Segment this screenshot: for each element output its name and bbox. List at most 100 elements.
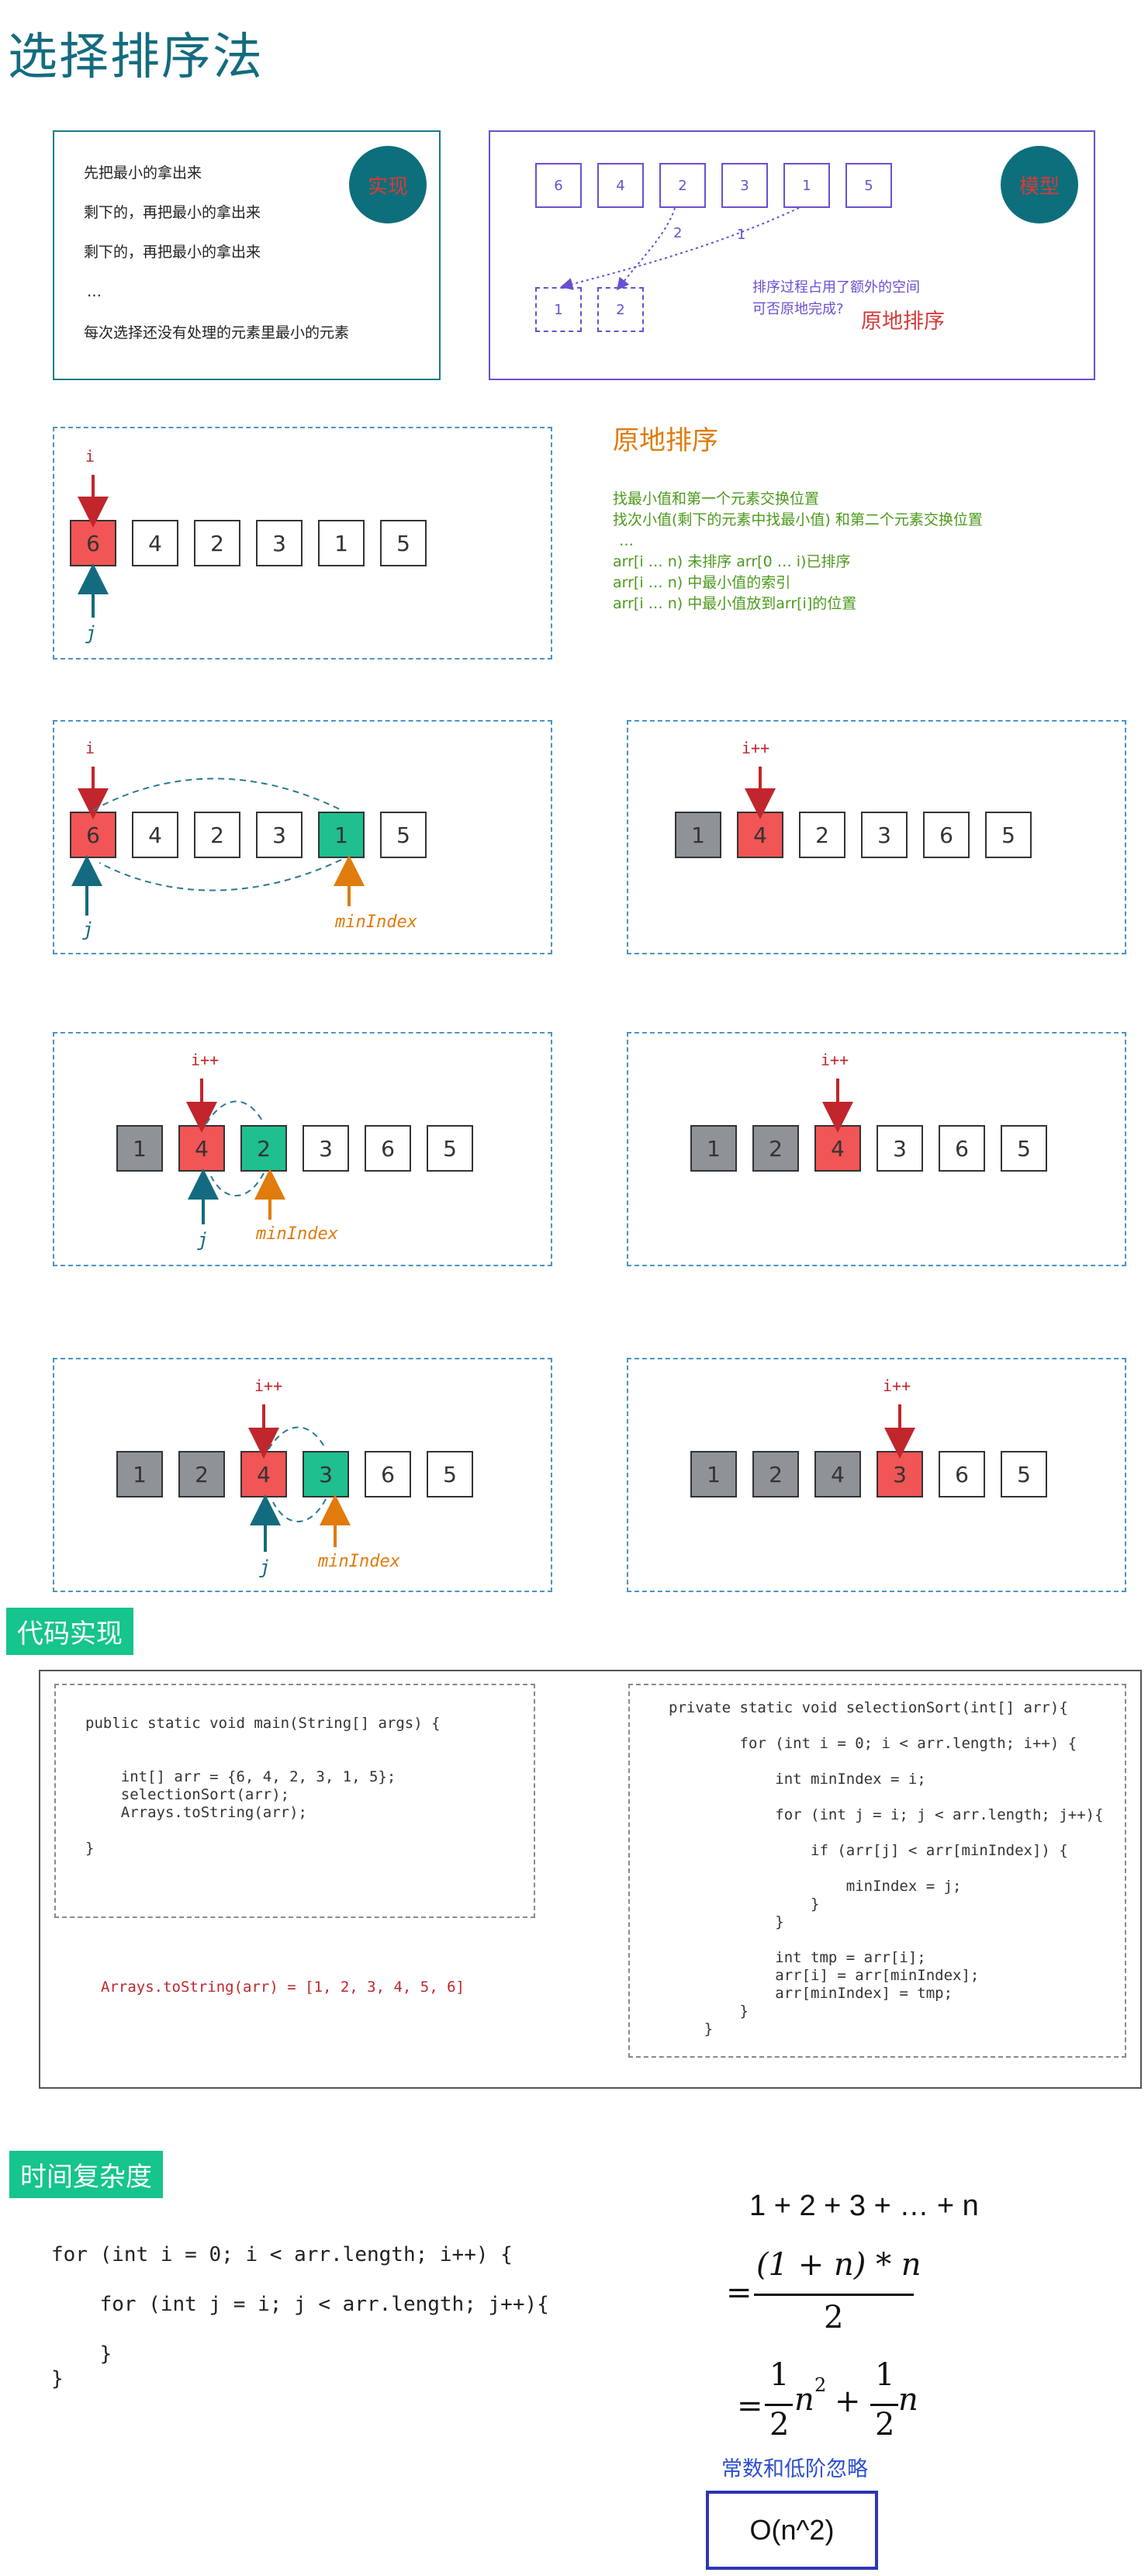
s1-cell-3: 2 bbox=[194, 520, 240, 566]
model-cell-5: 1 bbox=[783, 163, 830, 208]
s4-cell-6: 5 bbox=[427, 1125, 473, 1172]
inplace-title: 原地排序 bbox=[613, 425, 718, 456]
big-o-result: O(n^2) bbox=[749, 2514, 835, 2546]
model-extra-cell-2: 2 bbox=[597, 287, 644, 332]
step-panel-7 bbox=[627, 1358, 1126, 1592]
sort-code: private static void selectionSort(int[] … bbox=[669, 1699, 1104, 2038]
half-numerator-2: 1 bbox=[875, 2357, 895, 2393]
s5-cell-1: 1 bbox=[690, 1125, 737, 1172]
s6-j-label: j bbox=[259, 1556, 271, 1578]
model-step-2-label: 2 bbox=[673, 225, 683, 241]
sum-formula: 1 + 2 + 3 + … + n bbox=[749, 2190, 979, 2222]
s4-i-label: i++ bbox=[191, 1051, 220, 1069]
n-squared-base: n bbox=[794, 2382, 814, 2418]
s6-cell-5: 6 bbox=[365, 1451, 411, 1497]
inplace-note-5: arr[i … n) 中最小值的索引 bbox=[613, 574, 791, 591]
model-cell-2: 4 bbox=[597, 163, 644, 208]
half-bar-2 bbox=[870, 2404, 898, 2406]
s4-cell-3: 2 bbox=[240, 1125, 287, 1172]
model-question-1: 排序过程占用了额外的空间 bbox=[752, 279, 920, 296]
impl-line-4: … bbox=[87, 283, 102, 300]
s4-cell-1: 1 bbox=[116, 1125, 163, 1172]
main-code-box bbox=[54, 1684, 535, 1918]
s6-cell-3: 4 bbox=[240, 1451, 287, 1497]
s2-minindex-label: minIndex bbox=[335, 912, 417, 932]
plus-sign: + bbox=[835, 2384, 861, 2419]
model-extra-cell-1: 1 bbox=[535, 287, 582, 332]
s3-cell-5: 6 bbox=[923, 812, 970, 858]
impl-line-2: 剩下的，再把最小的拿出来 bbox=[84, 204, 261, 221]
s3-i-label: i++ bbox=[742, 739, 770, 757]
s5-cell-5: 6 bbox=[939, 1125, 985, 1172]
s1-i-label: i bbox=[85, 447, 95, 466]
s1-cell-1: 6 bbox=[70, 520, 116, 566]
s7-cell-1: 1 bbox=[690, 1451, 737, 1497]
s2-cell-3: 2 bbox=[194, 812, 240, 858]
s5-cell-4: 3 bbox=[877, 1125, 923, 1172]
s6-i-label: i++ bbox=[254, 1376, 283, 1395]
inplace-note-2: 找次小值(剩下的元素中找最小值) 和第二个元素交换位置 bbox=[613, 511, 983, 528]
step-panel-2 bbox=[53, 720, 552, 954]
s5-i-label: i++ bbox=[821, 1051, 849, 1069]
inplace-note-4: arr[i … n) 未排序 arr[0 … i)已排序 bbox=[613, 553, 851, 570]
half-numerator-1: 1 bbox=[769, 2357, 790, 2393]
half-denominator-2: 2 bbox=[875, 2407, 895, 2443]
s5-cell-3: 4 bbox=[814, 1125, 861, 1172]
main-code: public static void main(String[] args) {… bbox=[85, 1715, 441, 1857]
s7-cell-5: 6 bbox=[939, 1451, 985, 1497]
half-bar-1 bbox=[765, 2404, 793, 2406]
s3-cell-6: 5 bbox=[985, 812, 1032, 858]
s7-cell-6: 5 bbox=[1001, 1451, 1047, 1497]
fraction-1-bar bbox=[754, 2294, 914, 2296]
s3-cell-1: 1 bbox=[675, 812, 721, 858]
s5-cell-6: 5 bbox=[1001, 1125, 1047, 1172]
s2-cell-6: 5 bbox=[380, 812, 427, 858]
fraction-1-numerator: (1 + n) * n bbox=[756, 2247, 922, 2283]
impl-line-5: 每次选择还没有处理的元素里最小的元素 bbox=[84, 324, 350, 341]
code-section-tag: 代码实现 bbox=[6, 1608, 133, 1655]
s4-minindex-label: minIndex bbox=[256, 1224, 338, 1244]
s4-cell-5: 6 bbox=[365, 1125, 411, 1172]
fraction-1-denominator: 2 bbox=[824, 2300, 844, 2335]
s6-cell-6: 5 bbox=[427, 1451, 473, 1497]
implementation-badge: 实现 bbox=[349, 146, 427, 223]
s1-j-label: j bbox=[85, 622, 97, 644]
model-cell-6: 5 bbox=[845, 163, 892, 208]
s6-cell-2: 2 bbox=[178, 1451, 225, 1497]
s7-i-label: i++ bbox=[883, 1376, 911, 1395]
s3-cell-3: 2 bbox=[799, 812, 845, 858]
s1-cell-5: 1 bbox=[318, 520, 365, 566]
step-panel-3 bbox=[627, 720, 1126, 954]
step-panel-5 bbox=[627, 1032, 1126, 1266]
model-cell-4: 3 bbox=[721, 163, 768, 208]
result-text: Arrays.toString(arr) = [1, 2, 3, 4, 5, 6… bbox=[101, 1979, 465, 1996]
implementation-box bbox=[53, 130, 441, 380]
s3-cell-4: 3 bbox=[861, 812, 908, 858]
big-o-box: O(n^2) bbox=[706, 2491, 878, 2570]
s7-cell-4: 3 bbox=[877, 1451, 923, 1497]
sort-code-box bbox=[628, 1684, 1126, 2058]
eq-sign-2: = bbox=[737, 2388, 763, 2424]
s1-cell-2: 4 bbox=[132, 520, 178, 566]
step-panel-1 bbox=[53, 427, 552, 660]
model-box bbox=[489, 130, 1095, 380]
s1-cell-4: 3 bbox=[256, 520, 303, 566]
s6-cell-4: 3 bbox=[303, 1451, 349, 1497]
step-panel-6 bbox=[53, 1358, 552, 1592]
model-answer: 原地排序 bbox=[861, 310, 945, 334]
inplace-note-3: … bbox=[619, 532, 634, 549]
s2-cell-5: 1 bbox=[318, 812, 365, 858]
s2-cell-1: 6 bbox=[70, 812, 116, 858]
s2-cell-4: 3 bbox=[256, 812, 303, 858]
model-cell-1: 6 bbox=[535, 163, 582, 208]
ignore-note: 常数和低阶忽略 bbox=[721, 2457, 868, 2481]
complexity-section-tag: 时间复杂度 bbox=[9, 2151, 163, 2198]
s1-cell-6: 5 bbox=[380, 520, 427, 566]
half-denominator-1: 2 bbox=[769, 2407, 790, 2443]
s7-cell-3: 4 bbox=[814, 1451, 861, 1497]
s7-cell-2: 2 bbox=[752, 1451, 799, 1497]
step-panel-4 bbox=[53, 1032, 552, 1266]
complexity-code: for (int i = 0; i < arr.length; i++) { f… bbox=[51, 2243, 549, 2391]
model-question-2: 可否原地完成? bbox=[752, 301, 844, 317]
s2-cell-2: 4 bbox=[132, 812, 178, 858]
